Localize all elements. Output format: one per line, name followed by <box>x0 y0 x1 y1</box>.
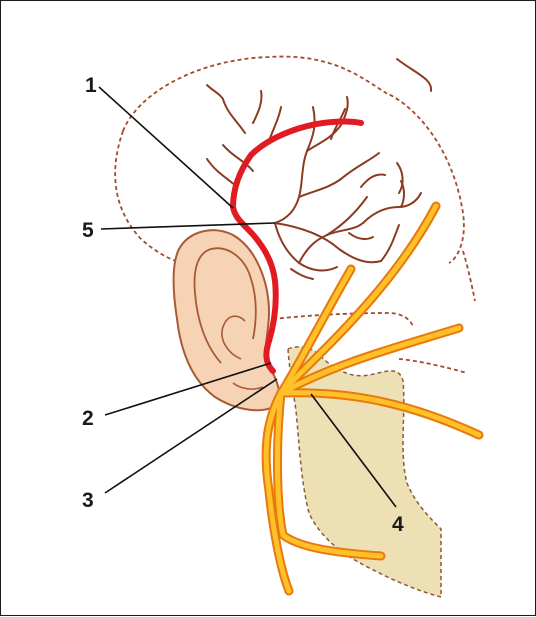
label-4: 4 <box>392 513 404 536</box>
leader-line-3 <box>105 379 277 493</box>
temple-dotted-outline <box>115 131 189 265</box>
label-1: 1 <box>85 74 97 97</box>
head-dotted-outline <box>123 57 464 263</box>
label-5: 5 <box>82 219 94 242</box>
lower-dotted-outline <box>399 359 467 373</box>
parotid-gland <box>288 347 441 597</box>
label-3: 3 <box>82 489 94 512</box>
cheek-dotted-outline <box>463 251 475 301</box>
label-2: 2 <box>82 407 94 430</box>
